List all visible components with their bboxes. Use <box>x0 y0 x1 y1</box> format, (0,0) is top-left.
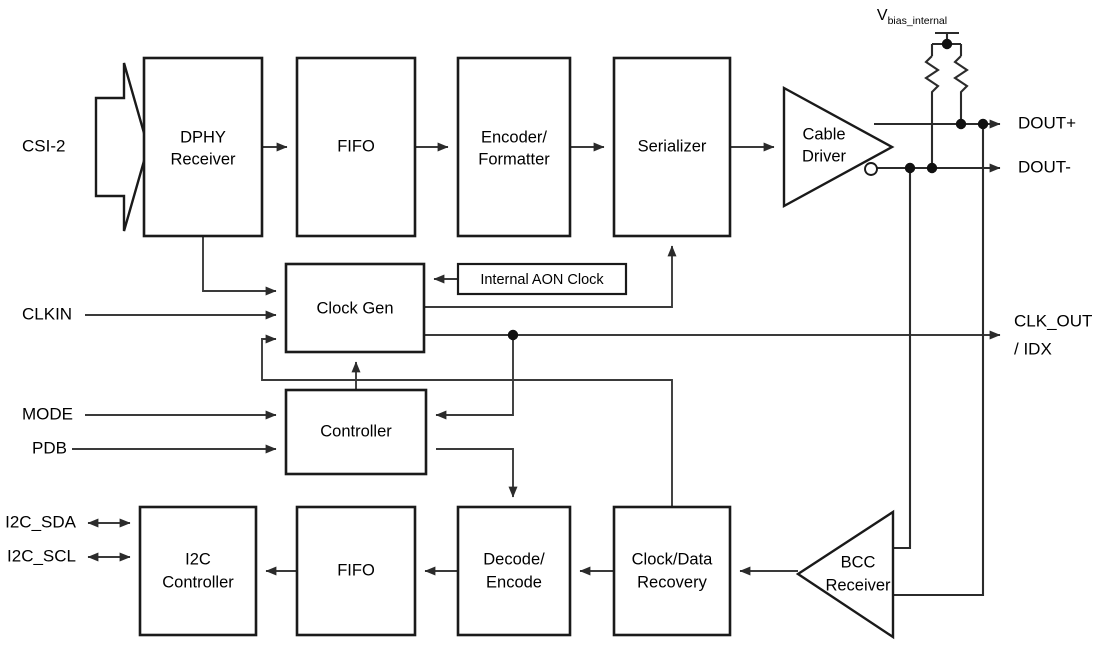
block-dphy-receiver[interactable] <box>142 56 264 238</box>
wire-doutn-feedback-to-bcc <box>893 168 912 550</box>
port-label-pdb: PDB <box>32 438 67 457</box>
wire-cdr-to-clockgen-feedback <box>262 379 673 507</box>
block-fifo-bottom[interactable] <box>295 505 417 637</box>
label-fifo-top: FIFO <box>337 137 375 155</box>
block-clock-data-recovery[interactable] <box>612 505 732 637</box>
port-label-csi2: CSI-2 <box>22 136 65 155</box>
label-decode-line2: Encode <box>486 573 542 591</box>
label-vbias-subscript: bias_internal <box>888 15 948 27</box>
port-label-i2c-sda: I2C_SDA <box>5 512 77 531</box>
cable-driver-triangle <box>782 85 895 209</box>
label-bcc-line2: Receiver <box>825 576 891 594</box>
bcc-receiver-triangle <box>795 509 895 640</box>
label-i2c-line2: Controller <box>162 573 234 591</box>
wire-dphy-to-clockgen <box>202 236 277 296</box>
block-controller[interactable] <box>284 388 428 476</box>
label-bcc-line1: BCC <box>841 553 876 571</box>
wire-clockgen-to-serializer <box>424 245 677 308</box>
label-i2c-line1: I2C <box>185 550 211 568</box>
port-label-mode: MODE <box>22 404 73 423</box>
label-internal-aon-clock: Internal AON Clock <box>480 272 604 288</box>
wire-clkbranch-to-controller <box>435 335 514 420</box>
label-vbias-base: V <box>877 7 888 24</box>
label-cable-driver-line1: Cable <box>802 125 845 143</box>
label-fifo-bottom: FIFO <box>337 561 375 579</box>
port-label-clkout: CLK_OUT <box>1014 311 1092 330</box>
label-cable-driver-line2: Driver <box>802 147 847 165</box>
port-label-doutp: DOUT+ <box>1018 113 1076 132</box>
dot-doutn-left <box>904 162 916 174</box>
block-i2c-controller[interactable] <box>138 505 258 637</box>
dot-doutn-res <box>926 162 938 174</box>
port-label-i2c-scl: I2C_SCL <box>7 546 76 565</box>
resistor-right <box>953 55 969 96</box>
cable-driver-invert-bubble <box>864 162 878 176</box>
port-label-idx: / IDX <box>1014 339 1052 358</box>
label-cdr-line2: Recovery <box>637 573 707 591</box>
label-clock-gen: Clock Gen <box>316 299 393 317</box>
label-encoder-line2: Formatter <box>478 150 550 168</box>
label-encoder-line1: Encoder/ <box>481 128 547 146</box>
resistor-left <box>924 55 940 96</box>
wire-controller-to-decode <box>436 448 518 498</box>
dot-doutp-tap <box>977 118 989 130</box>
label-controller: Controller <box>320 422 392 440</box>
wire-doutp-feedback-to-bcc <box>893 124 985 597</box>
block-clock-gen[interactable] <box>284 262 426 354</box>
block-encoder-formatter[interactable] <box>456 56 572 238</box>
block-serializer[interactable] <box>612 56 732 238</box>
label-dphy-line2: Receiver <box>170 150 236 168</box>
block-internal-aon-clock[interactable] <box>456 262 628 296</box>
block-decode-encode[interactable] <box>456 505 572 637</box>
label-decode-line1: Decode/ <box>483 550 545 568</box>
csi2-bus-arrow <box>94 62 150 232</box>
label-dphy-line1: DPHY <box>180 128 226 146</box>
label-serializer: Serializer <box>638 137 707 155</box>
dot-doutp-res <box>955 118 967 130</box>
label-cdr-line1: Clock/Data <box>632 550 714 568</box>
dot-vbias-node <box>941 38 953 50</box>
port-label-clkin: CLKIN <box>22 304 72 323</box>
label-vbias-internal: Vbias_internal <box>877 7 947 27</box>
port-label-doutn: DOUT- <box>1018 157 1071 176</box>
dot-clk-branch <box>507 329 519 341</box>
block-fifo-top[interactable] <box>295 56 417 238</box>
